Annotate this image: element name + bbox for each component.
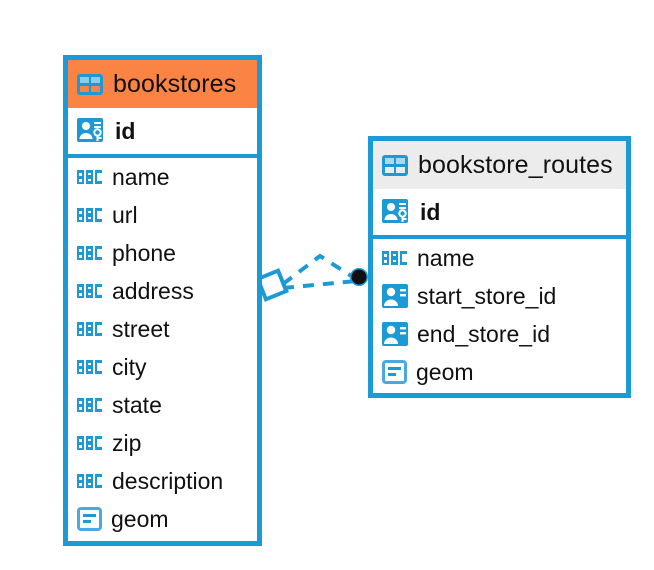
primary-key-icon (382, 198, 411, 226)
relationship-line-lower (282, 279, 357, 290)
field-row-zip[interactable]: zip (68, 424, 257, 462)
abc-text-icon (77, 360, 103, 374)
field-row-name[interactable]: name (68, 158, 257, 196)
filled-circle-endpoint (350, 268, 368, 286)
primary-key-separator (68, 154, 257, 158)
entity-bookstores[interactable]: bookstores id (63, 55, 262, 546)
field-row-url[interactable]: url (68, 196, 257, 234)
geometry-icon (382, 360, 407, 384)
table-icon (382, 154, 408, 176)
field-label-end-store-id: end_store_id (417, 320, 550, 347)
field-label-description: description (112, 467, 224, 494)
field-list-bookstores: name url (68, 158, 257, 538)
field-label-street: street (112, 315, 170, 342)
entity-title-bookstores: bookstores (113, 69, 237, 98)
field-row-geom[interactable]: geom (373, 353, 626, 391)
abc-text-icon (77, 322, 103, 336)
field-label-phone: phone (112, 239, 176, 266)
field-label-name: name (417, 244, 475, 271)
field-list-bookstore-routes: name start_store_id (373, 239, 626, 391)
field-label-start-store-id: start_store_id (417, 282, 557, 309)
foreign-key-icon (382, 322, 408, 346)
field-row-address[interactable]: address (68, 272, 257, 310)
abc-text-icon (382, 251, 408, 265)
field-row-end-store-id[interactable]: end_store_id (373, 315, 626, 353)
foreign-key-icon (382, 284, 408, 308)
field-label-id: id (115, 117, 136, 144)
abc-text-icon (77, 474, 103, 488)
field-row-geom[interactable]: geom (68, 500, 257, 538)
abc-text-icon (77, 170, 103, 184)
field-label-id: id (420, 198, 441, 225)
entity-header-bookstores[interactable]: bookstores (68, 60, 257, 108)
field-label-zip: zip (112, 429, 142, 456)
entity-title-bookstore-routes: bookstore_routes (418, 150, 613, 179)
field-label-name: name (112, 163, 170, 190)
primary-key-separator (373, 235, 626, 239)
abc-text-icon (77, 398, 103, 412)
field-row-name[interactable]: name (373, 239, 626, 277)
field-row-phone[interactable]: phone (68, 234, 257, 272)
field-row-description[interactable]: description (68, 462, 257, 500)
field-row-state[interactable]: state (68, 386, 257, 424)
abc-text-icon (77, 246, 103, 260)
field-label-url: url (112, 201, 138, 228)
field-row-id[interactable]: id (68, 108, 257, 154)
entity-header-bookstore-routes[interactable]: bookstore_routes (373, 141, 626, 189)
primary-key-icon (77, 117, 106, 145)
field-label-geom: geom (416, 358, 474, 385)
field-label-address: address (112, 277, 194, 304)
field-row-start-store-id[interactable]: start_store_id (373, 277, 626, 315)
geometry-icon (77, 507, 102, 531)
field-row-id[interactable]: id (373, 189, 626, 235)
abc-text-icon (77, 284, 103, 298)
abc-text-icon (77, 436, 103, 450)
field-row-city[interactable]: city (68, 348, 257, 386)
field-label-city: city (112, 353, 147, 380)
field-label-state: state (112, 391, 162, 418)
relationship-line-upper (281, 253, 358, 286)
entity-bookstore-routes[interactable]: bookstore_routes id (368, 136, 631, 398)
field-label-geom: geom (111, 505, 169, 532)
field-row-street[interactable]: street (68, 310, 257, 348)
table-icon (77, 73, 103, 95)
abc-text-icon (77, 208, 103, 222)
